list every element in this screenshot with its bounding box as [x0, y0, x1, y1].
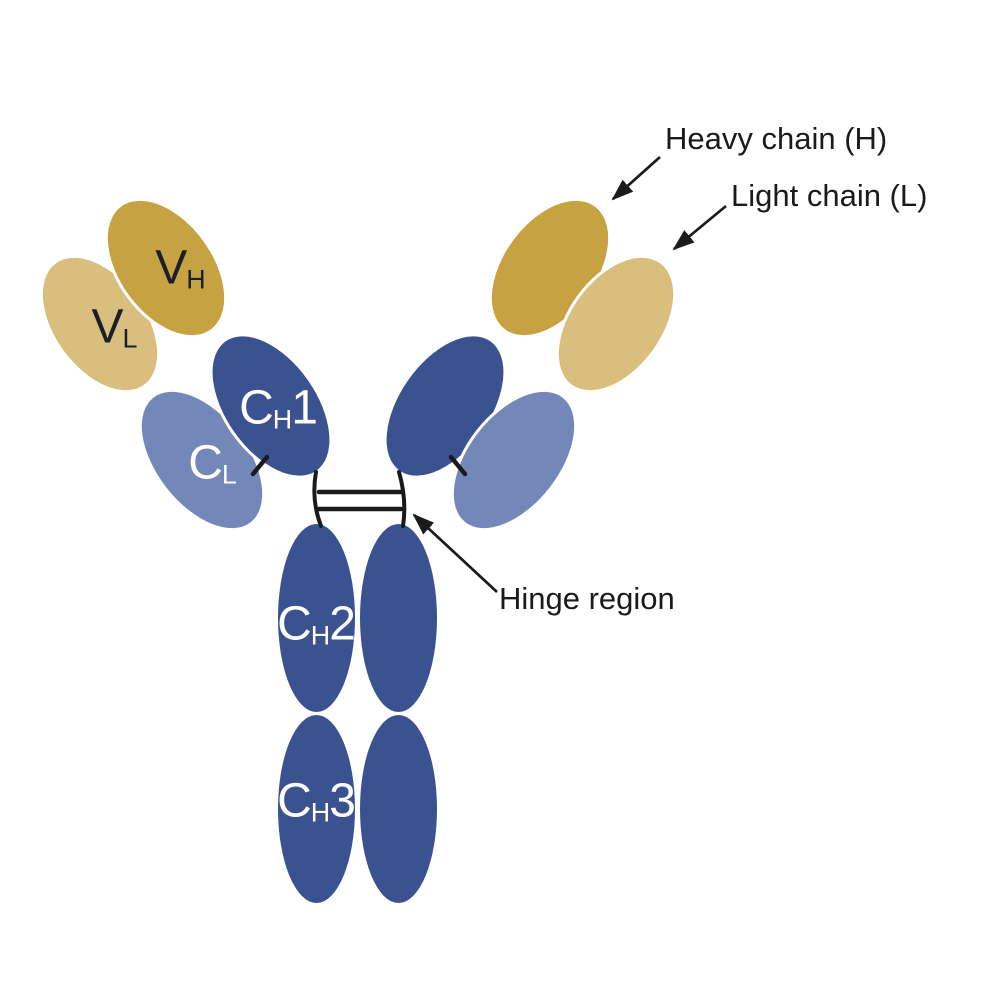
ch1-label: CH1 — [239, 381, 318, 435]
hinge-region-label: Hinge region — [499, 581, 675, 616]
vl-label: VL — [91, 300, 138, 354]
heavy-chain-label: Heavy chain (H) — [665, 121, 888, 156]
ch3-domain-left-ellipse — [278, 715, 355, 903]
light-chain-label: Light chain (L) — [731, 178, 928, 213]
vh-label: VH — [155, 241, 205, 295]
ch2-label: CH2 — [277, 597, 356, 651]
hinge-region-lines — [312, 470, 407, 528]
ch2-domain-right-ellipse — [360, 524, 437, 712]
ch3-label: CH3 — [277, 774, 356, 828]
heavy-chain-arrow — [611, 155, 661, 201]
cl-label: CL — [188, 436, 237, 490]
light-chain-arrow — [672, 204, 727, 251]
ch2-domain-left-ellipse — [278, 524, 355, 712]
ch3-domain-right-ellipse — [360, 715, 437, 903]
